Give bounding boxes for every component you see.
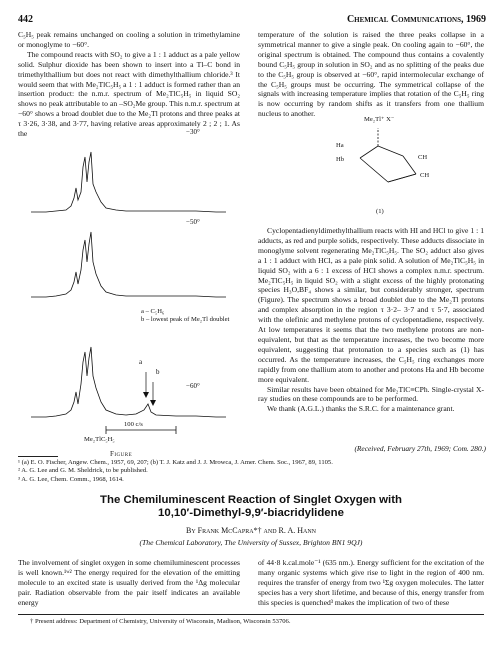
arrow-label-b: b xyxy=(156,368,160,376)
article-left-column: The involvement of singlet oxygen in som… xyxy=(18,558,240,608)
ch-label: CH xyxy=(418,154,428,161)
right-column-body: Cyclopentadienyldimethylthallium reacts … xyxy=(258,226,484,414)
paragraph: The involvement of singlet oxygen in som… xyxy=(18,558,240,607)
right-column-text: temperature of the solution is raised th… xyxy=(258,30,484,119)
page-number: 442 xyxy=(18,14,33,25)
divider xyxy=(18,456,58,457)
peak-arrow-head xyxy=(150,400,156,406)
arrow-label-a: a xyxy=(139,358,143,366)
left-column-text: C₅H₅ peak remains unchanged on cooling a… xyxy=(18,30,240,139)
journal-title: Chemical Communications, 1969 xyxy=(346,14,486,25)
article-title: The Chemiluminescent Reaction of Singlet… xyxy=(18,494,484,520)
paragraph: temperature of the solution is raised th… xyxy=(258,30,484,119)
address-footnote: † Present address: Department of Chemist… xyxy=(30,618,291,625)
peak-arrow-head xyxy=(143,392,149,398)
title-line: 10,10′-Dimethyl-9,9′-biacridylidene xyxy=(158,507,344,519)
received-date: (Received, February 27th, 1969; Com. 280… xyxy=(354,444,486,453)
title-line: The Chemiluminescent Reaction of Singlet… xyxy=(100,494,402,506)
footnote: ² A. G. Lee and G. M. Sheldrick, to be p… xyxy=(18,467,148,475)
legend-entry-b: b – lowest peak of Me₂Tl doublet xyxy=(141,316,230,324)
cation-label: Me₂Tl⁺ X⁻ xyxy=(364,116,395,123)
spectrum-trace xyxy=(31,231,226,298)
footnote: ¹ (a) E. O. Fischer, Angew. Chem., 1957,… xyxy=(18,459,333,466)
divider xyxy=(18,614,484,615)
paragraph: Similar results have been obtained for M… xyxy=(258,384,484,404)
paragraph: Cyclopentadienyldimethylthallium reacts … xyxy=(258,226,484,384)
spectrum-compound-label: Me₂TlC₅H₅ xyxy=(84,436,115,443)
paragraph: The compound reacts with SO₂ to give a 1… xyxy=(18,49,240,139)
article-authors: By Frank McCapra*† and R. A. Hann xyxy=(185,526,317,535)
paragraph: of 44·8 k.cal.mole⁻¹ (635 nm.). Energy s… xyxy=(258,558,484,607)
scale-label: 100 c/s xyxy=(124,421,143,428)
temperature-label: −30° xyxy=(186,128,200,136)
footnote: ³ A. G. Lee, Chem. Comm., 1968, 1614. xyxy=(18,475,124,483)
legend-entry-a: a – C₅H₆ xyxy=(141,308,165,315)
temperature-label: −50° xyxy=(186,218,200,226)
spectrum-trace xyxy=(31,346,226,418)
structure-svg xyxy=(359,128,417,183)
paragraph: We thank (A.G.L.) thanks the S.R.C. for … xyxy=(267,404,455,414)
paragraph: C₅H₅ peak remains unchanged on cooling a… xyxy=(18,30,240,49)
figure-legend: a – C₅H₆ b – lowest peak of Me₂Tl double… xyxy=(141,308,233,325)
temperature-label: −60° xyxy=(186,382,200,390)
structure-number: (1) xyxy=(376,208,384,215)
footnotes: ¹ (a) E. O. Fischer, Angew. Chem., 1957,… xyxy=(18,459,484,484)
spectrum-trace xyxy=(31,151,226,213)
proton-label-ha: Ha xyxy=(336,142,344,149)
figure-caption: Figure xyxy=(110,450,133,458)
proton-label-hb: Hb xyxy=(336,156,345,163)
ch-label: CH xyxy=(420,172,430,179)
article-right-column: of 44·8 k.cal.mole⁻¹ (635 nm.). Energy s… xyxy=(258,558,484,608)
chemical-structure: Me₂Tl⁺ X⁻ Ha Hb CH CH (1) xyxy=(318,116,478,226)
article-affiliation: (The Chemical Laboratory, The University… xyxy=(139,538,363,547)
nmr-spectra-svg xyxy=(31,151,226,434)
nmr-figure: −30° −50° −60° a – C₅H₆ b – lowest peak … xyxy=(26,122,236,452)
